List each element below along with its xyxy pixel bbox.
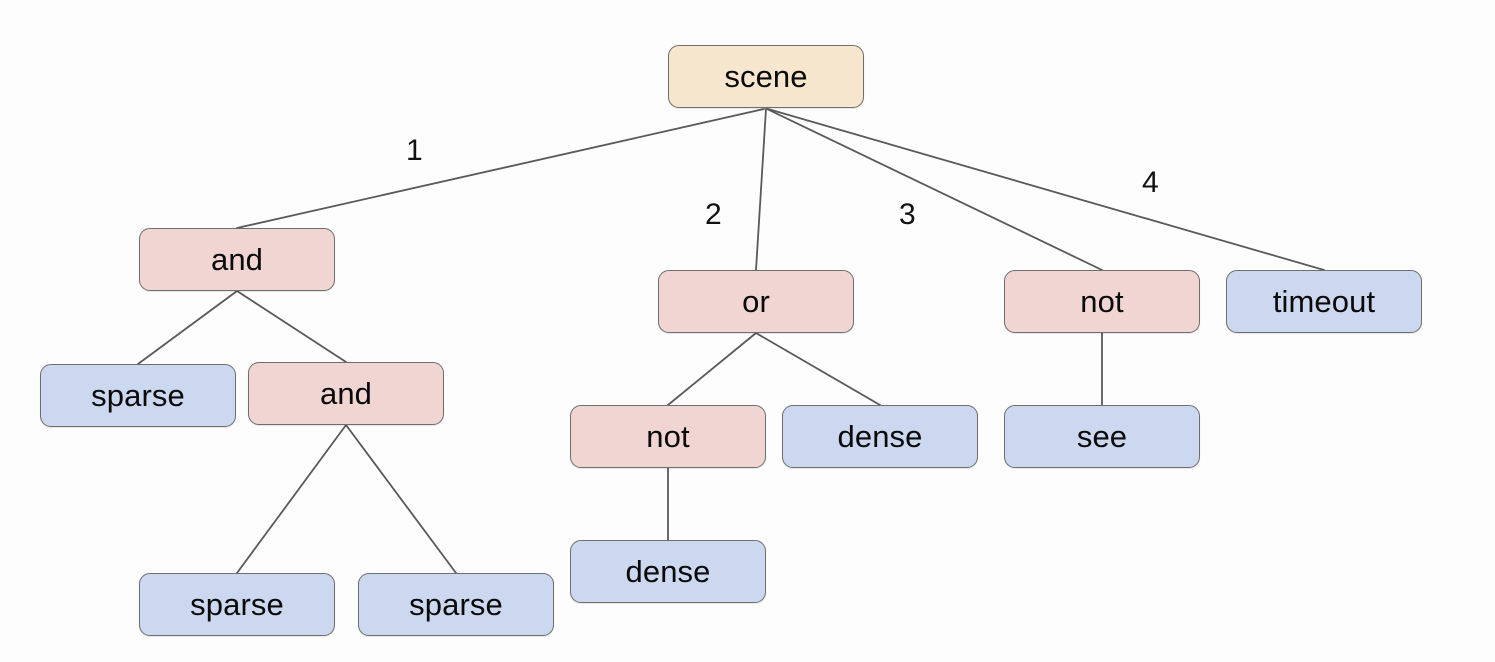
tree-node-label: scene xyxy=(724,59,808,94)
edge-label-1: 1 xyxy=(406,134,423,167)
tree-node-sparse3[interactable]: sparse xyxy=(358,573,554,636)
tree-edge-and1-to-sparse1 xyxy=(137,290,238,365)
tree-node-label: and xyxy=(319,376,373,411)
tree-edge-scene-to-or1 xyxy=(755,108,767,271)
tree-node-label: not xyxy=(1080,284,1124,319)
tree-node-label: sparse xyxy=(91,378,185,413)
tree-edge-or1-to-dense1 xyxy=(755,332,881,406)
tree-node-label: dense xyxy=(625,554,711,589)
edge-label-2: 2 xyxy=(705,198,722,231)
tree-node-sparse2[interactable]: sparse xyxy=(139,573,335,636)
tree-edge-scene-to-and1 xyxy=(236,108,765,229)
tree-node-label: sparse xyxy=(409,587,503,622)
edge-label-4: 4 xyxy=(1142,166,1159,199)
tree-node-not1[interactable]: not xyxy=(570,405,766,468)
tree-node-label: or xyxy=(742,284,770,319)
tree-node-label: timeout xyxy=(1272,284,1376,319)
tree-edge-and1-to-and2 xyxy=(236,290,347,363)
tree-node-label: and xyxy=(210,242,264,277)
tree-node-label: sparse xyxy=(190,587,284,622)
tree-node-timeout[interactable]: timeout xyxy=(1226,270,1422,333)
tree-node-dense1[interactable]: dense xyxy=(782,405,978,468)
tree-node-dense2[interactable]: dense xyxy=(570,540,766,603)
tree-edge-or1-to-not1 xyxy=(667,332,757,406)
tree-edge-and2-to-sparse3 xyxy=(345,424,457,574)
tree-edge-scene-to-timeout xyxy=(767,108,1325,271)
tree-node-label: not xyxy=(646,419,690,454)
tree-edge-scene-to-not2 xyxy=(766,108,1103,271)
tree-node-not2[interactable]: not xyxy=(1004,270,1200,333)
tree-node-see[interactable]: see xyxy=(1004,405,1200,468)
tree-node-and2[interactable]: and xyxy=(248,362,444,425)
tree-node-scene[interactable]: scene xyxy=(668,45,864,108)
tree-node-label: dense xyxy=(837,419,923,454)
tree-node-sparse1[interactable]: sparse xyxy=(40,364,236,427)
edge-label-3: 3 xyxy=(899,198,916,231)
tree-node-label: see xyxy=(1076,419,1128,454)
tree-node-and1[interactable]: and xyxy=(139,228,335,291)
tree-edge-and2-to-sparse2 xyxy=(236,424,347,574)
tree-node-or1[interactable]: or xyxy=(658,270,854,333)
